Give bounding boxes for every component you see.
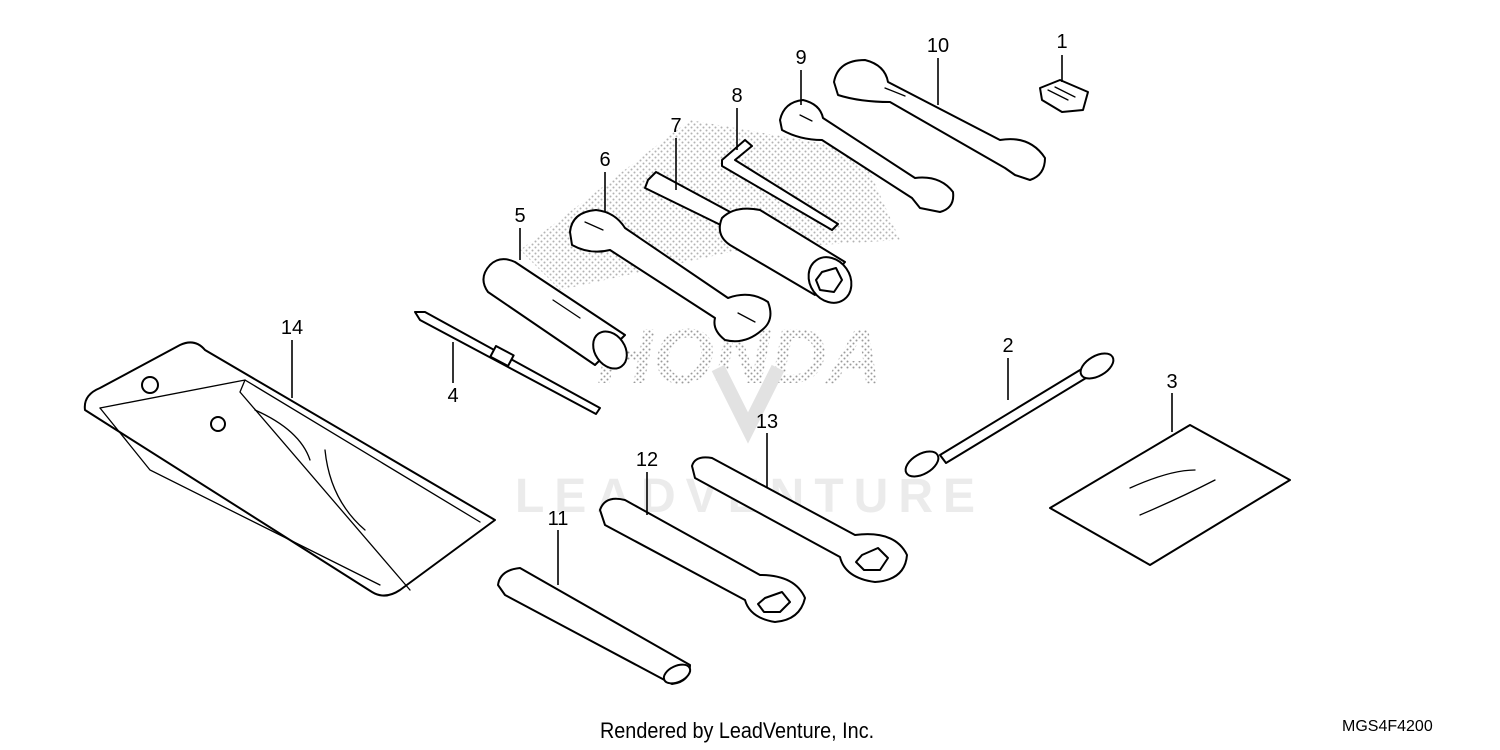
- extension-bar-icon: [497, 567, 692, 685]
- callout-14: 14: [281, 317, 303, 339]
- open-end-wrench-icon: [569, 209, 772, 343]
- callout-6: 6: [599, 149, 610, 171]
- callout-7: 7: [670, 115, 681, 137]
- callout-12: 12: [636, 449, 658, 471]
- box-wrench-icon: [691, 456, 908, 583]
- callout-8: 8: [731, 85, 742, 107]
- hex-key-icon: [721, 139, 839, 231]
- callout-5: 5: [514, 205, 525, 227]
- tool-bag-icon: [83, 341, 496, 597]
- open-end-wrench-icon: [833, 59, 1046, 181]
- diagram-code: MGS4F4200: [1342, 718, 1433, 735]
- callout-10: 10: [927, 35, 949, 57]
- callout-11: 11: [548, 508, 569, 530]
- rendered-by-credit: Rendered by LeadVenture, Inc.: [600, 718, 875, 743]
- screwdriver-icon: [414, 311, 601, 415]
- callout-labels: 1 2 3 4 5 6 7 8 9 10 11 12 13 14: [281, 31, 1178, 530]
- callout-9: 9: [795, 47, 806, 69]
- callout-1: 1: [1056, 31, 1067, 53]
- callout-2: 2: [1002, 335, 1013, 357]
- box-wrench-icon: [599, 497, 806, 623]
- helmet-cable-icon: [904, 352, 1115, 478]
- clip-icon: [1039, 79, 1089, 113]
- leader-lines: [291, 55, 1173, 585]
- tool-bag-sheet-icon: [1049, 424, 1291, 566]
- open-end-wrench-icon: [779, 99, 955, 213]
- callout-4: 4: [447, 385, 458, 407]
- callout-3: 3: [1166, 371, 1177, 393]
- spark-plug-wrench-icon: [644, 171, 853, 304]
- screwdriver-grip-icon: [482, 258, 628, 370]
- callout-13: 13: [756, 411, 778, 433]
